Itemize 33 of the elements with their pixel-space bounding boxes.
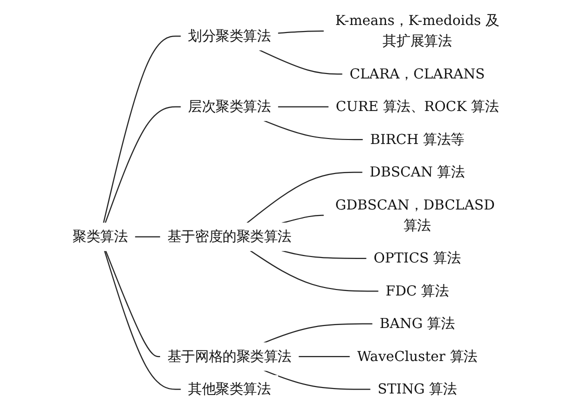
- connector: [264, 370, 371, 390]
- connector: [264, 120, 364, 140]
- node-text: FDC 算法: [386, 282, 449, 299]
- connector: [278, 106, 329, 108]
- node-text: 基于密度的聚类算法: [167, 228, 292, 245]
- connector: [298, 356, 350, 358]
- connector: [282, 250, 367, 259]
- connector: [102, 36, 182, 224]
- connector: [258, 49, 343, 75]
- connector: [105, 250, 161, 358]
- node-text: GDBSCAN，DBCLASD 算法: [335, 196, 495, 234]
- node-text: 聚类算法: [72, 228, 128, 245]
- node-text: 层次聚类算法: [188, 98, 271, 115]
- connector: [278, 30, 324, 34]
- connector: [264, 323, 373, 344]
- node-text: CURE 算法、ROCK 算法: [336, 98, 499, 115]
- node-text: OPTICS 算法: [374, 250, 461, 266]
- node-text: BIRCH 算法等: [370, 130, 464, 148]
- connector: [250, 250, 379, 292]
- connector: [104, 250, 182, 390]
- connector: [246, 172, 363, 224]
- node-text: WaveCluster 算法: [357, 348, 478, 364]
- node-text: K-means，K-medoids 及其扩展算法: [335, 12, 500, 50]
- node-text: 其他聚类算法: [188, 380, 271, 398]
- node-text: BANG 算法: [380, 315, 455, 332]
- connector: [134, 236, 161, 238]
- node-text: CLARA，CLARANS: [350, 65, 485, 82]
- node-text: 基于网格的聚类算法: [167, 348, 292, 364]
- node-text: DBSCAN 算法: [370, 164, 465, 180]
- connector: [282, 214, 324, 224]
- node-text: 划分聚类算法: [188, 28, 271, 44]
- connector: [104, 106, 182, 224]
- node-text: STING 算法: [378, 380, 457, 398]
